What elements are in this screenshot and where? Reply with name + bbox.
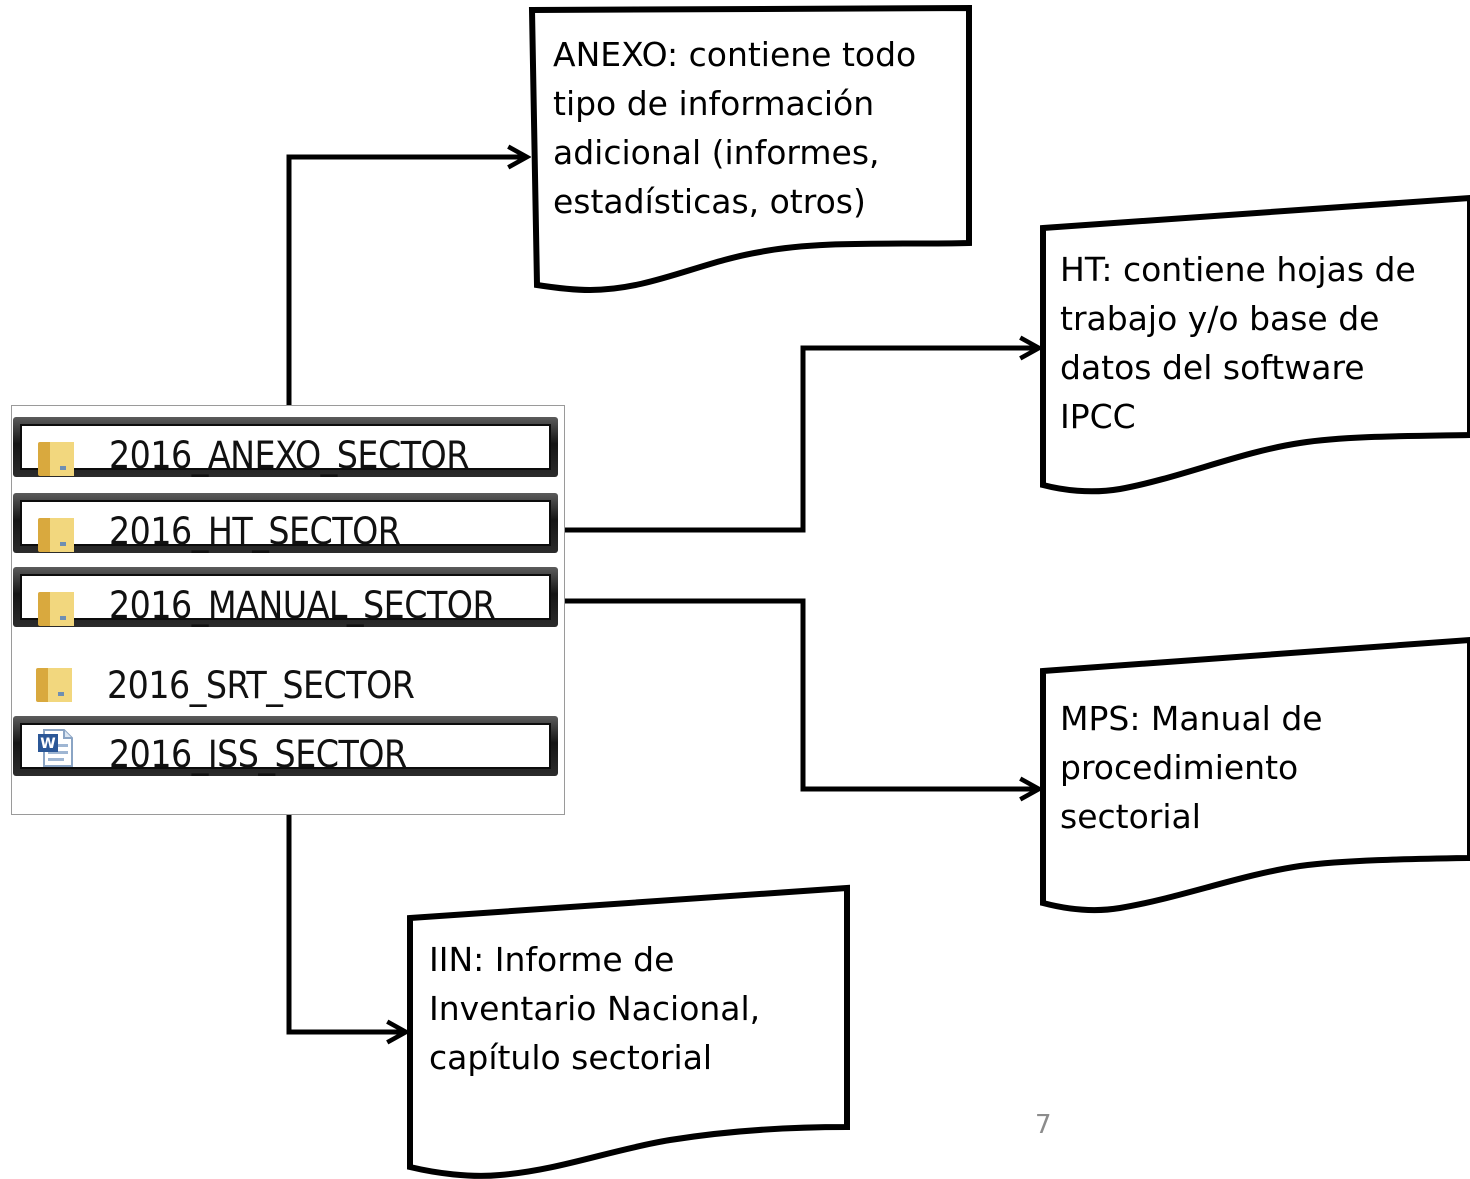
connector-mps: [562, 598, 1039, 789]
file-row-ht[interactable]: 2016_HT_SECTOR: [13, 493, 558, 553]
folder-icon: [36, 668, 72, 702]
document-shape-iin: [407, 884, 850, 1179]
document-text-iin: IIN: Informe de Inventario Nacional, cap…: [429, 940, 761, 1077]
file-name-srt: 2016_SRT_SECTOR: [107, 664, 415, 707]
page-number: 7: [1035, 1110, 1052, 1140]
folder-icon: [38, 592, 74, 626]
document-shape-ht: [1040, 194, 1470, 495]
file-row-iss[interactable]: W 2016_ISS_SECTOR: [13, 716, 558, 776]
file-name-iss: 2016_ISS_SECTOR: [109, 733, 407, 776]
folder-icon: [38, 442, 74, 476]
folder-icon: [38, 518, 74, 552]
word-document-icon: W: [38, 729, 73, 767]
document-shape-mps: [1040, 636, 1470, 914]
file-row-anexo[interactable]: 2016_ANEXO_SECTOR: [13, 417, 558, 477]
file-row-srt[interactable]: 2016_SRT_SECTOR: [13, 652, 558, 712]
file-name-manual: 2016_MANUAL_SECTOR: [109, 584, 496, 627]
svg-text:W: W: [40, 736, 55, 752]
connector-anexo: [286, 157, 527, 410]
document-text-anexo: ANEXO: contiene todo tipo de información…: [553, 35, 917, 221]
document-shape-anexo: [528, 4, 972, 294]
file-name-ht: 2016_HT_SECTOR: [109, 510, 401, 553]
file-row-anexo-inner: 2016_ANEXO_SECTOR: [20, 424, 551, 477]
connector-ht: [562, 348, 1039, 533]
document-text-mps: MPS: Manual de procedimiento sectorial: [1060, 699, 1323, 836]
file-row-iss-inner: W 2016_ISS_SECTOR: [20, 723, 551, 776]
file-row-manual-inner: 2016_MANUAL_SECTOR: [20, 574, 551, 627]
connector-iin: [286, 790, 406, 1032]
document-text-ht: HT: contiene hojas de trabajo y/o base d…: [1060, 250, 1416, 436]
file-name-anexo: 2016_ANEXO_SECTOR: [109, 434, 469, 477]
file-row-manual[interactable]: 2016_MANUAL_SECTOR: [13, 567, 558, 627]
file-row-ht-inner: 2016_HT_SECTOR: [20, 500, 551, 553]
